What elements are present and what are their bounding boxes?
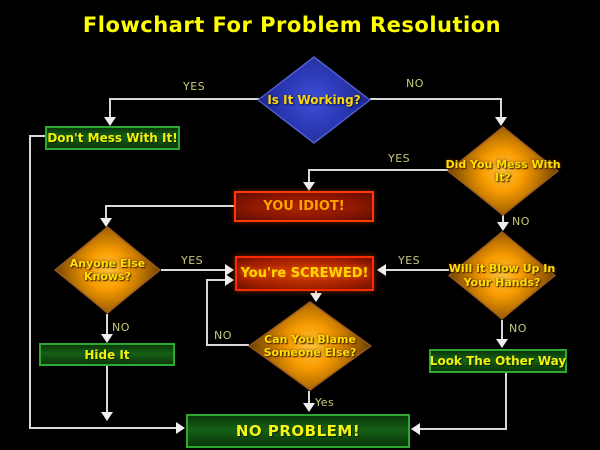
node-look-the-other-way: Look The Other Way — [429, 349, 567, 373]
edge-line-look-noproblem — [420, 428, 507, 430]
node-hide-it: Hide It — [39, 343, 175, 366]
edge-line-blame-no — [206, 279, 208, 346]
node-did-you-mess: Did You Mess With It? — [445, 126, 561, 216]
node-label: Look The Other Way — [429, 354, 567, 368]
edge-line-mess-yes — [309, 169, 448, 171]
edge-line-mess-yes — [308, 169, 310, 183]
edge-line-anyone-yes — [161, 269, 227, 271]
arrowhead-down-icon — [497, 222, 509, 231]
node-anyone-else-knows: Anyone Else Knows? — [54, 226, 161, 314]
arrowhead-left-icon — [377, 264, 386, 276]
arrowhead-down-icon — [303, 403, 315, 412]
arrowhead-down-icon — [310, 293, 322, 302]
node-no-problem: NO PROBLEM! — [186, 414, 410, 448]
node-is-it-working: Is It Working? — [257, 56, 371, 144]
node-label: Hide It — [84, 347, 130, 362]
edge-label-no: NO — [406, 77, 424, 90]
page-title: Flowchart For Problem Resolution — [82, 13, 502, 37]
node-label: Don't Mess With It! — [47, 131, 178, 145]
node-can-you-blame: Can You Blame Someone Else? — [248, 301, 372, 391]
edge-line-blow-yes — [384, 269, 449, 271]
arrowhead-down-icon — [496, 339, 508, 348]
node-label: Is It Working? — [267, 92, 361, 107]
edge-line-blame-yes — [308, 391, 310, 405]
arrowhead-down-icon — [303, 182, 315, 191]
edge-label-no: NO — [512, 215, 530, 228]
edge-line-dontmess-noproblem — [29, 135, 31, 429]
edge-line-dontmess-noproblem — [30, 135, 46, 137]
arrowhead-down-icon — [495, 117, 507, 126]
edge-line-hide-noproblem — [106, 366, 108, 413]
edge-line-mess-no — [502, 214, 504, 223]
arrowhead-right-icon — [176, 422, 185, 434]
edge-label-yes: YES — [398, 254, 421, 267]
arrowhead-down-icon — [101, 334, 113, 343]
edge-label-no: NO — [509, 322, 527, 335]
node-will-it-blow-up: Will it Blow Up In Your Hands? — [448, 231, 556, 320]
arrowhead-left-icon — [411, 423, 420, 435]
arrowhead-right-icon — [225, 264, 234, 276]
edge-line-idiot-anyone — [106, 205, 234, 207]
arrowhead-right-icon — [225, 274, 234, 286]
edge-line-working-no — [500, 98, 502, 118]
arrowhead-down-icon — [101, 412, 113, 421]
node-label: Did You Mess With It? — [445, 157, 561, 184]
node-label: Can You Blame Someone Else? — [263, 332, 357, 359]
node-label: Will it Blow Up In Your Hands? — [448, 262, 556, 289]
edge-label-yes: YES — [183, 80, 206, 93]
node-label: You're SCREWED! — [240, 266, 369, 281]
node-youre-screwed: You're SCREWED! — [235, 256, 374, 291]
edge-line-blow-no — [501, 320, 503, 340]
arrowhead-down-icon — [104, 117, 116, 126]
edge-line-working-yes — [110, 98, 259, 100]
edge-label-yes: YES — [388, 152, 411, 165]
edge-line-dontmess-noproblem — [29, 427, 177, 429]
edge-line-working-no — [370, 98, 502, 100]
edge-line-blame-no — [206, 344, 249, 346]
node-dont-mess-with-it: Don't Mess With It! — [45, 126, 180, 150]
edge-line-look-noproblem — [505, 373, 507, 430]
arrowhead-down-icon — [100, 218, 112, 227]
edge-label-no: NO — [214, 329, 232, 342]
node-label: Anyone Else Knows? — [69, 256, 146, 283]
edge-label-yes: YES — [181, 254, 204, 267]
edge-line-anyone-no — [106, 314, 108, 335]
node-label: NO PROBLEM! — [235, 422, 361, 440]
edge-label-no: NO — [112, 321, 130, 334]
edge-line-idiot-anyone — [105, 205, 107, 219]
node-you-idiot: YOU IDIOT! — [234, 191, 374, 222]
edge-line-blame-no — [206, 279, 228, 281]
edge-line-working-yes — [109, 98, 111, 119]
edge-label-yes: Yes — [315, 396, 335, 409]
node-label: YOU IDIOT! — [263, 199, 345, 214]
